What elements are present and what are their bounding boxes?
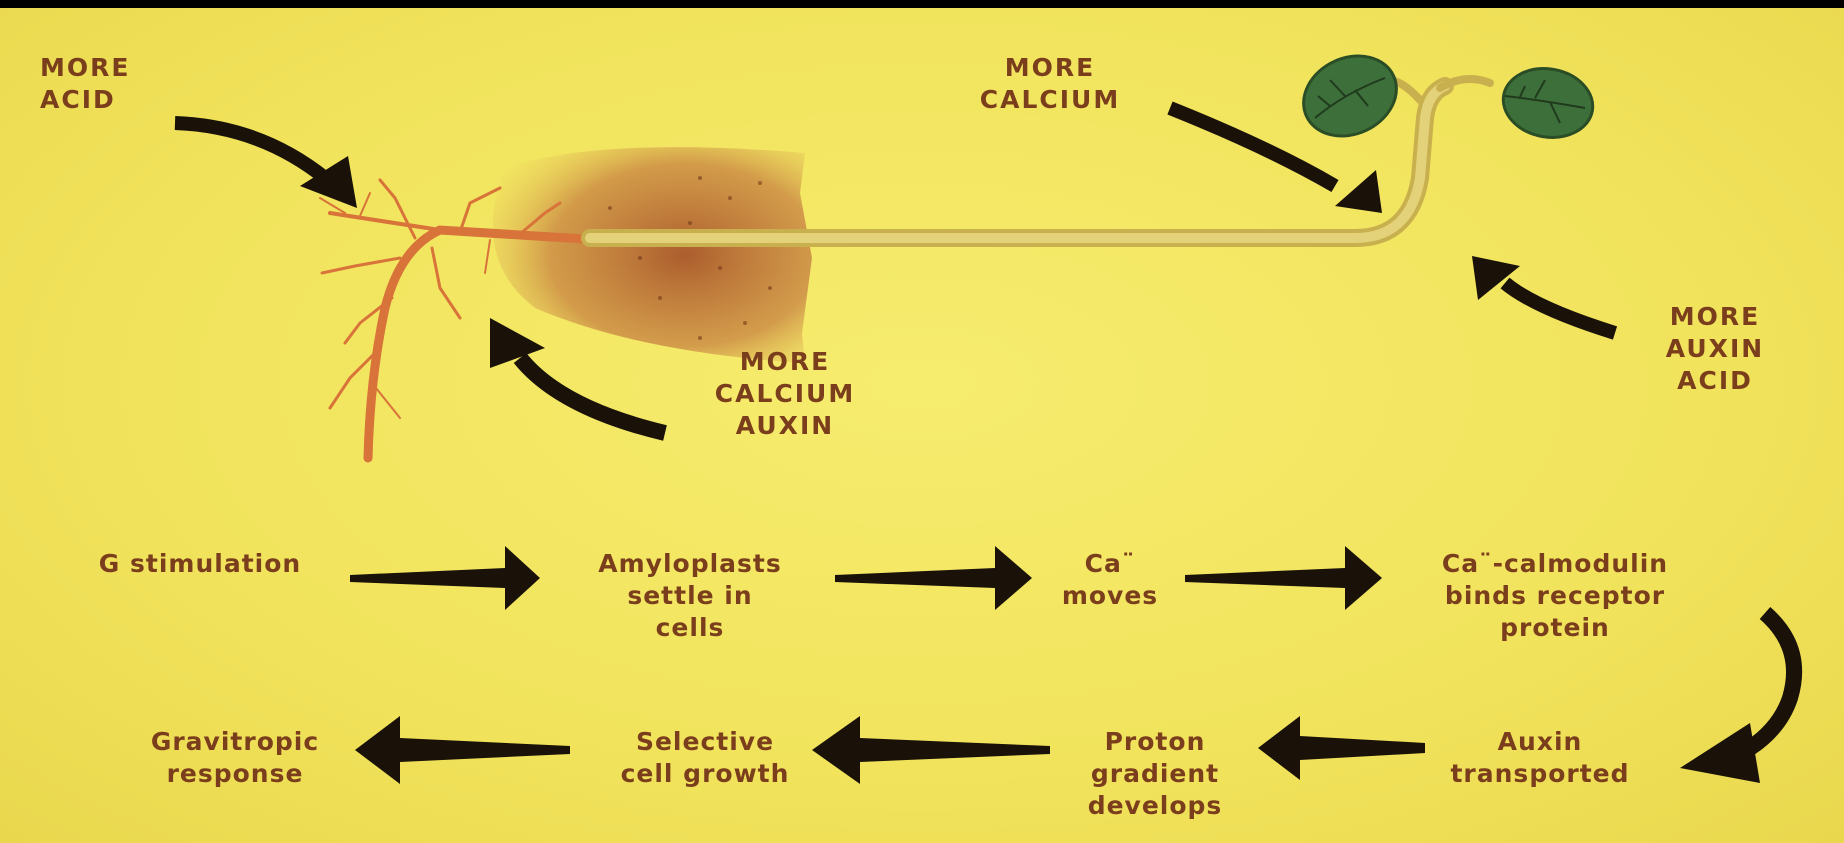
step-ca-moves: Ca¨ moves — [1035, 548, 1185, 612]
label-more-auxin-acid-line1: MORE — [1640, 301, 1790, 333]
arrow-step2-to-step3 — [835, 546, 1032, 610]
step-amyloplasts: Amyloplasts settle in cells — [555, 548, 825, 644]
step-auxin-transported: Auxin transported — [1440, 726, 1640, 790]
step-proton-gradient-line3: develops — [1065, 790, 1245, 822]
label-more-calcium-line1: MORE — [930, 52, 1170, 84]
step-g-stimulation: G stimulation — [60, 548, 340, 580]
step-gravitropic-response-line2: response — [120, 758, 350, 790]
label-more-calcium-auxin-line1: MORE — [660, 346, 910, 378]
label-more-acid: MORE ACID — [40, 52, 130, 116]
step-ca-moves-line2: moves — [1035, 580, 1185, 612]
step-calmodulin: Ca¨-calmodulin binds receptor protein — [1395, 548, 1715, 644]
step-calmodulin-line1: Ca¨-calmodulin — [1395, 548, 1715, 580]
step-selective-growth: Selective cell growth — [590, 726, 820, 790]
label-more-acid-line2: ACID — [40, 84, 130, 116]
label-more-auxin-acid: MORE AUXIN ACID — [1640, 301, 1790, 397]
arrow-step1-to-step2 — [350, 546, 540, 610]
step-calmodulin-line2: binds receptor — [1395, 580, 1715, 612]
label-more-calcium-auxin: MORE CALCIUM AUXIN — [660, 346, 910, 442]
soil-clump — [493, 147, 812, 363]
arrow-step5-to-step6 — [1258, 716, 1425, 780]
step-amyloplasts-line3: cells — [555, 612, 825, 644]
label-more-calcium-auxin-line2: CALCIUM — [660, 378, 910, 410]
label-more-acid-line1: MORE — [40, 52, 130, 84]
step-gravitropic-response-line1: Gravitropic — [120, 726, 350, 758]
label-more-calcium-line2: CALCIUM — [930, 84, 1170, 116]
label-more-auxin-acid-line3: ACID — [1640, 365, 1790, 397]
label-more-calcium-auxin-line3: AUXIN — [660, 410, 910, 442]
step-proton-gradient-line2: gradient — [1065, 758, 1245, 790]
arrow-more-auxin-acid — [1472, 256, 1615, 333]
step-ca-moves-line1: Ca¨ — [1035, 548, 1185, 580]
step-selective-growth-line2: cell growth — [590, 758, 820, 790]
label-more-auxin-acid-line2: AUXIN — [1640, 333, 1790, 365]
arrow-step7-to-step8 — [355, 716, 570, 784]
arrow-more-acid — [175, 123, 357, 208]
step-g-stimulation-line1: G stimulation — [60, 548, 340, 580]
label-more-calcium: MORE CALCIUM — [930, 52, 1170, 116]
arrow-step6-to-step7 — [812, 716, 1050, 784]
step-amyloplasts-line2: settle in — [555, 580, 825, 612]
diagram-slide: MORE ACID MORE CALCIUM MORE CALCIUM AUXI… — [0, 8, 1844, 843]
arrow-step3-to-step4 — [1185, 546, 1382, 610]
step-proton-gradient-line1: Proton — [1065, 726, 1245, 758]
step-calmodulin-line3: protein — [1395, 612, 1715, 644]
step-selective-growth-line1: Selective — [590, 726, 820, 758]
step-auxin-transported-line1: Auxin — [1440, 726, 1640, 758]
plant-illustration — [0, 8, 1844, 843]
step-gravitropic-response: Gravitropic response — [120, 726, 350, 790]
step-amyloplasts-line1: Amyloplasts — [555, 548, 825, 580]
step-proton-gradient: Proton gradient develops — [1065, 726, 1245, 822]
step-auxin-transported-line2: transported — [1440, 758, 1640, 790]
